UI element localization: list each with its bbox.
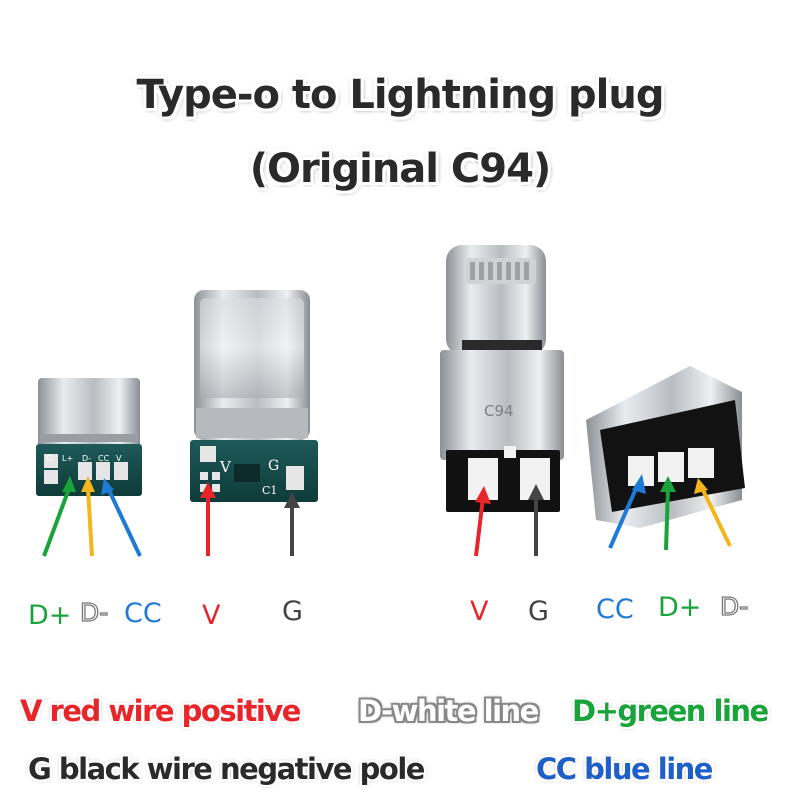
label-typec-dminus: D- <box>79 597 109 627</box>
label-lightning-cc: CC <box>596 594 634 625</box>
label-typec-v: V <box>202 600 221 631</box>
label-lightning-dplus: D+ <box>658 592 702 623</box>
lightning-arrows <box>474 484 544 557</box>
title-line-2: (Original C94) <box>249 146 551 192</box>
label-typec-dplus: D+ <box>28 600 72 631</box>
silk-large-v: V <box>219 458 232 476</box>
typec-large-connector: V G C1 <box>190 290 318 502</box>
legend-white-wire: D-white line <box>358 694 539 728</box>
label-lightning-g: G <box>528 596 549 627</box>
silk-g: G <box>46 454 52 463</box>
label-typec-cc: CC <box>124 598 162 629</box>
silk-large-g: G <box>268 458 279 474</box>
silk-v: V <box>116 454 122 463</box>
label-typec-g: G <box>282 596 303 627</box>
lightning-back-arrows <box>608 474 732 551</box>
label-lightning-v: V <box>470 596 489 627</box>
silk-dminus: D- <box>82 454 91 463</box>
lightning-connector: C94 <box>440 245 564 512</box>
lightning-model-mark: C94 <box>484 402 514 420</box>
typec-small-arrows <box>42 476 142 557</box>
legend-blue-wire: CC blue line <box>536 752 713 786</box>
silk-lplus: L+ <box>62 454 73 463</box>
title-line-1: Type-o to Lightning plug <box>136 72 664 118</box>
typec-small-connector: G L+ D- CC V <box>36 378 142 496</box>
legend-red-wire: V red wire positive <box>20 694 301 728</box>
label-lightning-dminus: D- <box>719 591 749 621</box>
silk-cc: CC <box>98 454 110 463</box>
legend-green-wire: D+green line <box>572 694 769 728</box>
legend-black-wire: G black wire negative pole <box>28 752 425 786</box>
silk-large-c1: C1 <box>262 484 277 497</box>
typec-large-arrows <box>200 482 300 556</box>
